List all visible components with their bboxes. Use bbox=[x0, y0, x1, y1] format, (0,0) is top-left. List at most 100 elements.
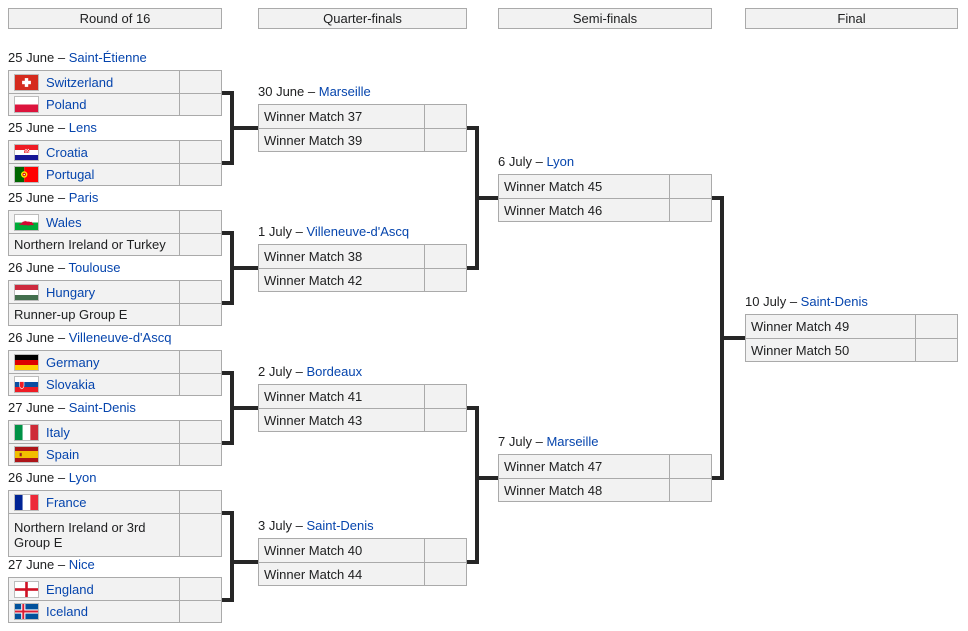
bracket-connector-line bbox=[222, 91, 234, 95]
score-cell bbox=[179, 211, 221, 233]
match-box: Winner Match 37 Winner Match 39 bbox=[258, 104, 467, 152]
match-r16-2: 25 June – Lens Croatia Portugal bbox=[8, 121, 222, 186]
bracket-connector-line bbox=[222, 441, 234, 445]
bracket-connector-line bbox=[712, 476, 724, 480]
venue-link[interactable]: Toulouse bbox=[68, 260, 121, 275]
team-cell: Poland bbox=[9, 94, 179, 115]
team-link[interactable]: Hungary bbox=[46, 284, 96, 300]
team-slot: Wales bbox=[9, 211, 221, 233]
team-placeholder: Winner Match 46 bbox=[504, 202, 603, 218]
team-cell: Winner Match 43 bbox=[259, 409, 424, 431]
team-link[interactable]: Switzerland bbox=[46, 74, 114, 90]
venue-link[interactable]: Lyon bbox=[68, 470, 97, 485]
portugal-flag-icon bbox=[14, 166, 39, 183]
team-slot: Portugal bbox=[9, 163, 221, 185]
match-box: Hungary Runner-up Group E bbox=[8, 280, 222, 326]
venue-link[interactable]: Marseille bbox=[546, 434, 599, 449]
venue-link[interactable]: Saint-Denis bbox=[306, 518, 374, 533]
match-date: 10 July – Saint-Denis bbox=[745, 295, 958, 314]
team-cell: Slovakia bbox=[9, 374, 179, 395]
match-box: Germany Slovakia bbox=[8, 350, 222, 396]
team-link[interactable]: Portugal bbox=[46, 167, 95, 182]
team-cell: Winner Match 40 bbox=[259, 539, 424, 562]
venue-link[interactable]: Lens bbox=[68, 120, 97, 135]
venue-link[interactable]: Nice bbox=[68, 557, 95, 572]
match-date: 25 June – Saint-Étienne bbox=[8, 51, 222, 70]
score-cell bbox=[915, 339, 957, 361]
team-placeholder: Northern Ireland or Turkey bbox=[14, 237, 166, 252]
date-venue-separator: – bbox=[54, 120, 69, 135]
venue-link[interactable]: Saint-Denis bbox=[68, 400, 136, 415]
team-link[interactable]: Italy bbox=[46, 424, 70, 440]
croatia-flag-icon bbox=[14, 143, 39, 161]
match-r16-3: 25 June – Paris Wales Northern Ireland o… bbox=[8, 191, 222, 256]
team-link[interactable]: Spain bbox=[46, 447, 80, 462]
bracket-connector-line bbox=[467, 560, 479, 564]
match-date: 27 June – Saint-Denis bbox=[8, 401, 222, 420]
bracket-connector-line bbox=[222, 231, 234, 235]
bracket-connector-line bbox=[230, 371, 234, 445]
match-sf-2: 7 July – Marseille Winner Match 47 Winne… bbox=[498, 435, 712, 502]
team-link[interactable]: Slovakia bbox=[46, 377, 96, 392]
team-slot: Runner-up Group E bbox=[9, 303, 221, 325]
match-box: Winner Match 47 Winner Match 48 bbox=[498, 454, 712, 502]
date-venue-separator: – bbox=[291, 224, 307, 239]
team-placeholder: Winner Match 45 bbox=[504, 179, 603, 194]
match-date: 25 June – Paris bbox=[8, 191, 222, 210]
venue-link[interactable]: Lyon bbox=[546, 154, 575, 169]
team-cell: Portugal bbox=[9, 164, 179, 185]
match-date: 27 June – Nice bbox=[8, 558, 222, 577]
score-cell bbox=[179, 304, 221, 325]
venue-link[interactable]: Saint-Denis bbox=[800, 294, 868, 309]
venue-link[interactable]: Marseille bbox=[318, 84, 371, 99]
team-placeholder: Winner Match 48 bbox=[504, 482, 603, 498]
team-cell: Runner-up Group E bbox=[9, 304, 179, 325]
slovakia-flag-icon bbox=[14, 376, 39, 393]
team-link[interactable]: Germany bbox=[46, 354, 100, 370]
match-date: 26 June – Lyon bbox=[8, 471, 222, 490]
team-link[interactable]: France bbox=[46, 494, 87, 510]
match-final: 10 July – Saint-Denis Winner Match 49 Wi… bbox=[745, 295, 958, 362]
team-cell: Spain bbox=[9, 444, 179, 465]
match-box: France Northern Ireland or 3rd Group E bbox=[8, 490, 222, 557]
bracket-connector-line bbox=[479, 476, 498, 480]
score-cell bbox=[424, 539, 466, 562]
venue-link[interactable]: Saint-Étienne bbox=[68, 50, 147, 65]
team-placeholder: Winner Match 38 bbox=[264, 249, 363, 264]
team-cell: Northern Ireland or 3rd Group E bbox=[9, 514, 179, 556]
bracket-connector-line bbox=[230, 91, 234, 165]
venue-link[interactable]: Paris bbox=[68, 190, 99, 205]
team-cell: Hungary bbox=[9, 281, 179, 303]
team-slot: Slovakia bbox=[9, 373, 221, 395]
team-slot: Winner Match 37 bbox=[259, 105, 466, 128]
team-cell: Germany bbox=[9, 351, 179, 373]
date-venue-separator: – bbox=[54, 50, 69, 65]
england-flag-icon bbox=[14, 580, 39, 598]
venue-link[interactable]: Villeneuve-d'Ascq bbox=[306, 224, 410, 239]
team-slot: Winner Match 41 bbox=[259, 385, 466, 408]
score-cell bbox=[179, 141, 221, 163]
match-qf-3: 2 July – Bordeaux Winner Match 41 Winner… bbox=[258, 365, 467, 432]
team-slot: Northern Ireland or Turkey bbox=[9, 233, 221, 255]
match-box: Italy Spain bbox=[8, 420, 222, 466]
team-link[interactable]: Wales bbox=[46, 214, 82, 230]
team-link[interactable]: Croatia bbox=[46, 144, 88, 160]
venue-link[interactable]: Villeneuve-d'Ascq bbox=[68, 330, 172, 345]
match-box: Winner Match 38 Winner Match 42 bbox=[258, 244, 467, 292]
team-link[interactable]: England bbox=[46, 581, 94, 597]
score-cell bbox=[179, 351, 221, 373]
team-placeholder: Winner Match 40 bbox=[264, 543, 363, 558]
match-date-text: 26 June bbox=[8, 470, 55, 485]
bracket-connector-line bbox=[234, 560, 258, 564]
bracket-connector-line bbox=[720, 196, 724, 480]
team-slot: France bbox=[9, 491, 221, 513]
team-link[interactable]: Iceland bbox=[46, 604, 88, 619]
bracket-connector-line bbox=[222, 301, 234, 305]
match-box: Croatia Portugal bbox=[8, 140, 222, 186]
venue-link[interactable]: Bordeaux bbox=[306, 364, 363, 379]
team-cell: Winner Match 39 bbox=[259, 129, 424, 151]
score-cell bbox=[424, 269, 466, 291]
match-r16-5: 26 June – Villeneuve-d'Ascq Germany Slov… bbox=[8, 331, 222, 396]
team-link[interactable]: Poland bbox=[46, 97, 87, 112]
